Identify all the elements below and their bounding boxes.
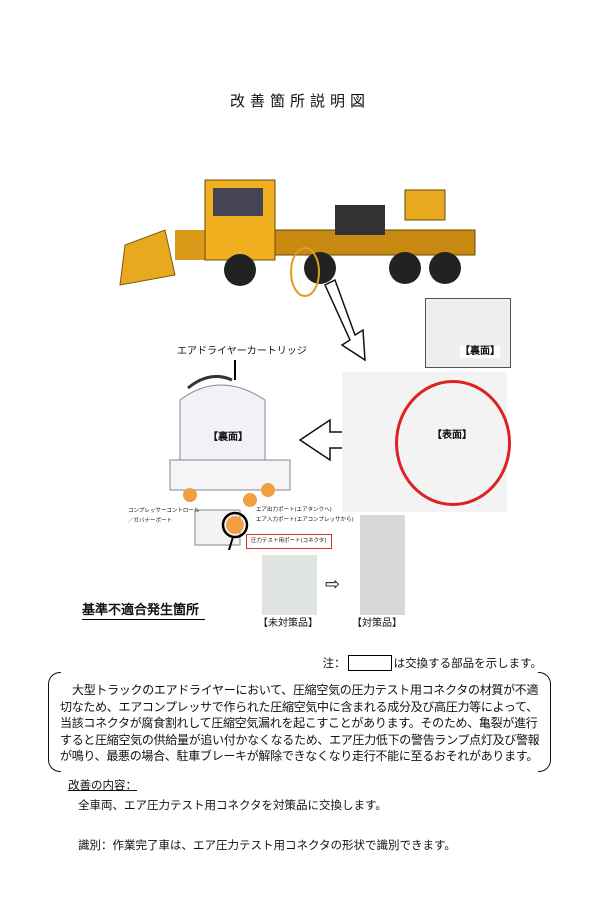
front-side-label: 【表面】 [432, 430, 472, 441]
old-part-caption: 【未対策品】 [258, 618, 318, 629]
compressor-port-label: コンプレッサーコントロール [128, 508, 200, 514]
snow-plow-blade [119, 229, 176, 286]
highlight-circle [290, 247, 320, 297]
page-title: 改善箇所説明図 [229, 92, 370, 110]
arrow-right-icon: ⇨ [325, 574, 341, 595]
identification-text: 識別：作業完了車は、エア圧力テスト用コネクタの形状で識別できます。 [78, 838, 456, 852]
air-in-port-label: エア入力ポート(エアコンプレッサから) [256, 517, 354, 523]
air-port-labels: エア出力ポート(エアタンクへ) エア入力ポート(エアコンプレッサから) [256, 507, 354, 524]
governor-port-label: ／ガバナーポート [128, 518, 173, 524]
compressor-port-labels: コンプレッサーコントロール ／ガバナーポート [128, 508, 199, 525]
test-port-label: 圧力テスト用ポート(コネクタ) [246, 534, 332, 549]
air-dryer-illustration [169, 360, 291, 550]
arrows [298, 278, 381, 462]
cartridge-label: エアドライヤーカートリッジ [177, 346, 307, 357]
air-out-port-label: エア出力ポート(エアタンクへ) [256, 507, 332, 513]
note-prefix: 注： [322, 656, 346, 670]
inset-back-label: 【裏面】 [460, 346, 500, 358]
back-side-label: 【裏面】 [208, 432, 248, 443]
new-part-caption: 【対策品】 [352, 618, 402, 629]
improvement-body: 全車両、エア圧力テスト用コネクタを対策品に交換します。 [78, 798, 387, 812]
defect-circle [221, 511, 249, 539]
defect-location-label: 基準不適合発生箇所 [82, 603, 206, 620]
note-suffix: は交換する部品を示します。 [393, 656, 542, 670]
note-box-sample [347, 655, 392, 671]
new-part-photo [360, 515, 405, 615]
improvement-heading: 改善の内容： [68, 778, 137, 792]
red-circle-highlight [395, 380, 511, 506]
description-paragraph: 大型トラックのエアドライヤーにおいて、圧縮空気の圧力テスト用コネクタの材質が不適… [60, 683, 540, 763]
old-part-photo [262, 555, 317, 615]
note: 注： は交換する部品を示します。 [323, 655, 542, 671]
arrow-down-icon [324, 278, 366, 362]
truck-illustration [119, 179, 476, 297]
